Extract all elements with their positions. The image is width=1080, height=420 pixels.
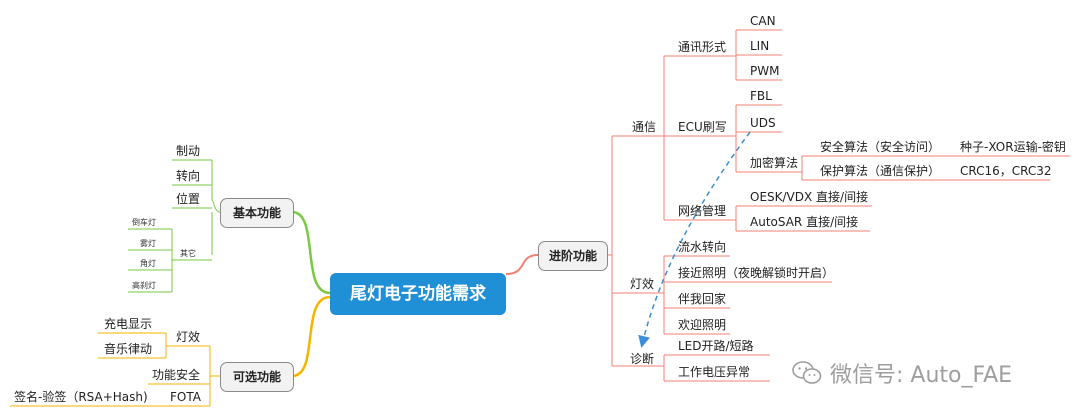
link-root-advanced [505,254,539,275]
comm-item: 通信 [632,120,657,134]
watermark-text: 微信号: Auto_FAE [830,363,1013,388]
position-item: 位置 [176,192,201,206]
protect-algo-item: 保护算法（通信保护） [820,164,941,178]
fota-item: FOTA [170,390,201,404]
link-root-optional [291,295,331,378]
effects-item: 灯效 [630,277,655,291]
advanced-function-node[interactable]: 进阶功能 [538,241,608,271]
lin-item: LIN [750,39,770,53]
voltage-abnormal-item: 工作电压异常 [678,365,751,379]
protect-algo-detail: CRC16，CRC32 [960,164,1052,178]
crypto-item: 加密算法 [750,156,799,170]
charging-display-item: 充电显示 [104,317,153,331]
can-item: CAN [750,14,776,28]
link-basic-trunk [211,160,221,255]
uds-to-diag-arrow [638,131,751,348]
other-item: 其它 [180,249,196,258]
watermark: 微信号: Auto_FAE [792,356,1012,390]
uds-item: UDS [750,116,776,130]
fog-light-item: 雾灯 [140,239,156,248]
functional-safety-item: 功能安全 [152,368,201,382]
optional-function-node[interactable]: 可选功能 [220,362,294,392]
flow-turn-item: 流水转向 [678,240,727,254]
music-rhythm-item: 音乐律动 [104,342,153,356]
reverse-light-item: 倒车灯 [132,218,156,227]
comm-form-item: 通讯形式 [678,40,727,54]
wechat-icon [792,361,822,384]
diag-item: 诊断 [630,352,655,366]
high-brake-light-item: 高刹灯 [132,281,156,290]
basic-function-node[interactable]: 基本功能 [220,198,294,228]
link-root-basic [291,210,331,295]
autosar-item: AutoSAR 直接/间接 [750,215,859,229]
root-node[interactable]: 尾灯电子功能需求 [330,273,506,315]
corner-light-item: 角灯 [140,259,156,268]
signature-verify-item: 签名-验签（RSA+Hash) [14,390,148,404]
oesk-vdx-item: OESK/VDX 直接/间接 [750,190,869,204]
security-algo-item: 安全算法（安全访问） [820,140,941,154]
follow-home-item: 伴我回家 [678,292,727,306]
pwm-item: PWM [750,64,780,78]
optional-light-effect-item: 灯效 [176,330,201,344]
network-mgmt-item: 网络管理 [678,204,727,218]
led-open-short-item: LED开路/短路 [678,339,754,353]
welcome-light-item: 欢迎照明 [678,318,727,332]
turn-item: 转向 [176,169,201,183]
approach-light-item: 接近照明（夜晚解锁时开启） [678,266,835,280]
security-algo-detail: 种子-XOR运输-密钥 [960,140,1066,154]
ecu-flash-item: ECU刷写 [678,120,727,134]
brake-item: 制动 [176,144,201,158]
fbl-item: FBL [750,89,772,103]
